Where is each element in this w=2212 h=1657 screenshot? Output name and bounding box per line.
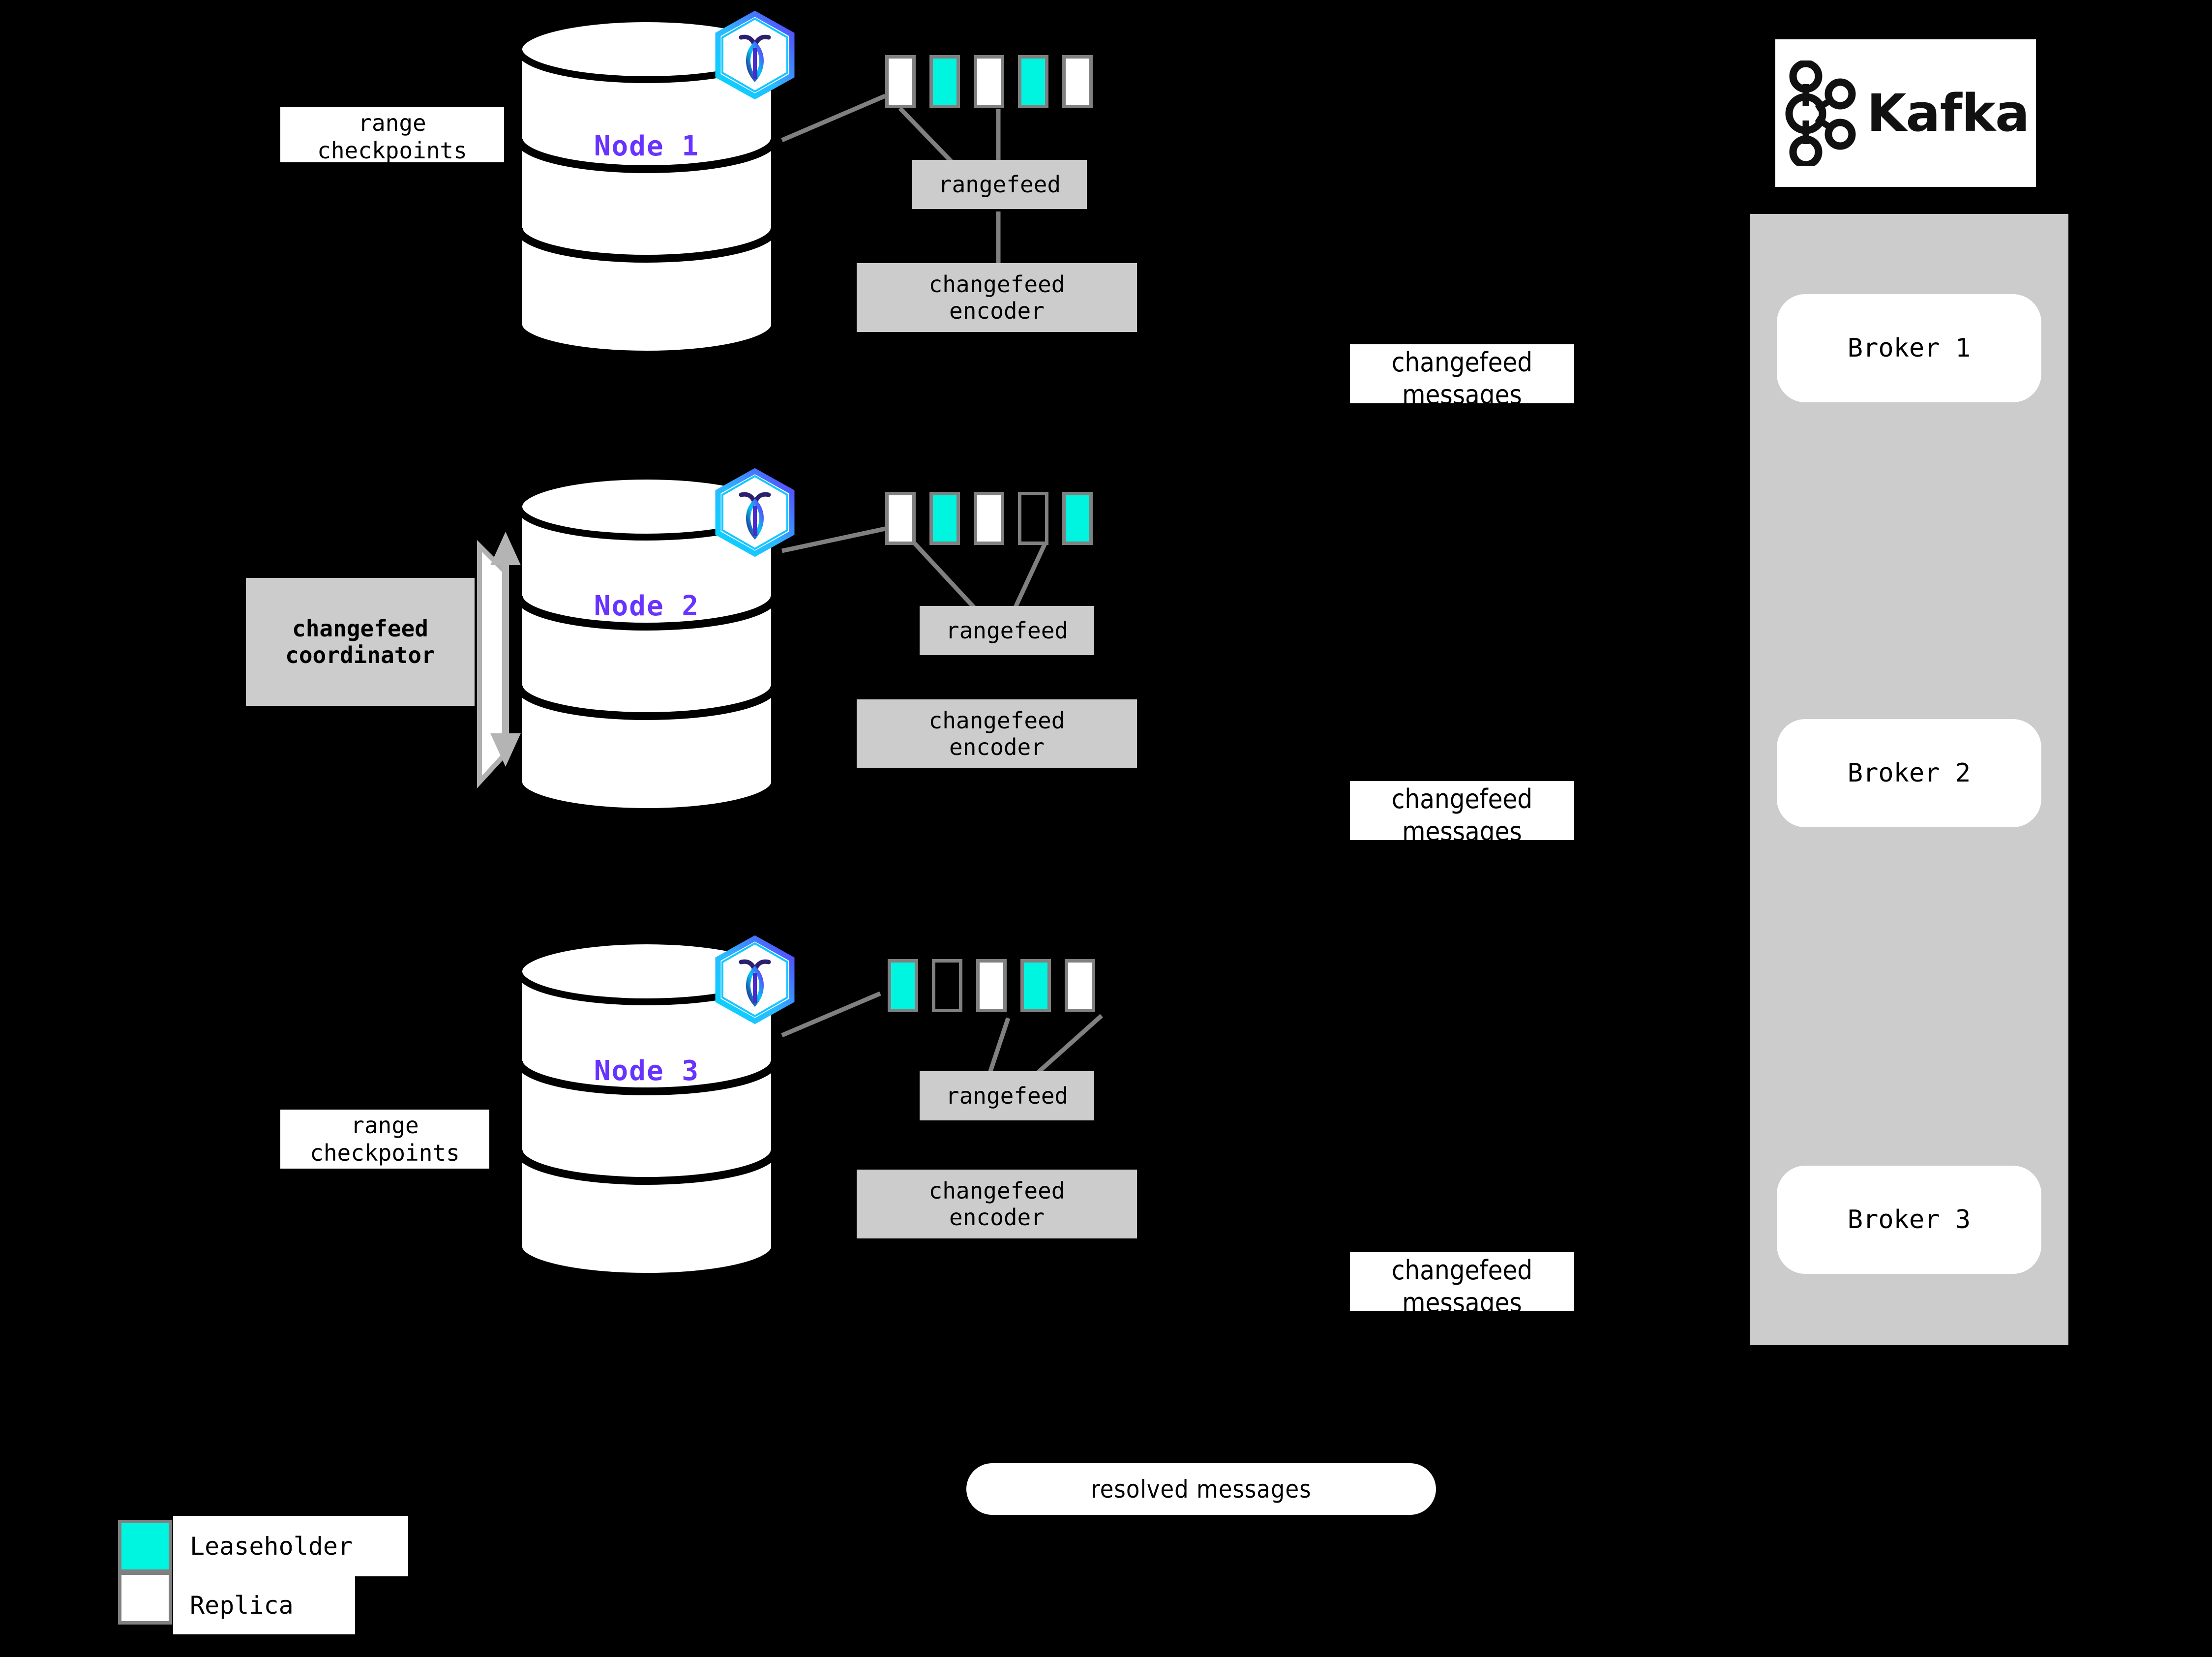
node-3-range-checkpoints-label: range checkpoints [280, 1110, 489, 1169]
cockroachdb-logo-icon-node-1 [715, 10, 795, 100]
node-3-cylinder-shape [515, 937, 778, 1280]
legend-swatch-replica [118, 1571, 172, 1625]
node-1-changefeed-encoder-box[interactable]: changefeed encoder [857, 263, 1137, 332]
node-1-range-checkpoints-label: range checkpoints [280, 107, 504, 164]
resolved-messages-pill[interactable]: resolved messages [966, 1463, 1436, 1515]
range-box-replica[interactable] [974, 492, 1004, 545]
node-1-rangefeed-box[interactable]: rangefeed [912, 160, 1087, 209]
range-box-replica[interactable] [1062, 55, 1093, 108]
legend-swatch-leaseholder [118, 1520, 172, 1573]
range-box-leaseholder[interactable] [929, 492, 960, 545]
changefeed-messages-label-1: changefeed messages [1350, 344, 1574, 410]
node-2-rangefeed-box[interactable]: rangefeed [920, 606, 1094, 655]
cockroachdb-logo-icon-node-3 [715, 935, 795, 1024]
range-box-leaseholder[interactable] [1020, 959, 1051, 1012]
range-box-replica[interactable] [1065, 959, 1095, 1012]
node-2-cylinder-shape [515, 473, 778, 815]
cockroachdb-logo-icon-node-2 [715, 468, 795, 557]
range-box-replica[interactable] [885, 492, 916, 545]
node-3-changefeed-encoder-box[interactable]: changefeed encoder [857, 1170, 1137, 1238]
range-box-replica[interactable] [885, 55, 916, 108]
node-3-rangefeed-box[interactable]: rangefeed [920, 1071, 1094, 1120]
changefeed-coordinator-wedge [477, 540, 509, 788]
node-1-label: Node 1 [594, 130, 700, 162]
changefeed-coordinator-box[interactable]: changefeed coordinator [246, 578, 475, 706]
changefeed-messages-label-2: changefeed messages [1350, 781, 1574, 847]
node-1-range-row [885, 55, 1106, 108]
broker-1[interactable]: Broker 1 [1777, 294, 2041, 402]
kafka-node-graph-icon [1785, 60, 1856, 166]
range-box-replica[interactable] [974, 55, 1004, 108]
coordinator-range-arrow [490, 532, 521, 767]
changefeed-messages-label-3: changefeed messages [1350, 1252, 1574, 1318]
range-box-replica[interactable] [976, 959, 1007, 1012]
broker-2[interactable]: Broker 2 [1777, 719, 2041, 827]
node-2-changefeed-encoder-box[interactable]: changefeed encoder [857, 699, 1137, 768]
node-2-label: Node 2 [594, 590, 700, 622]
legend-label-replica: Replica [173, 1576, 355, 1634]
range-box-leaseholder[interactable] [888, 959, 918, 1012]
range-box-leaseholder[interactable] [929, 55, 960, 108]
kafka-wordmark: Kafka [1866, 83, 2030, 143]
kafka-logo-card: Kafka [1775, 39, 2036, 187]
node-3-label: Node 3 [594, 1055, 700, 1087]
range-box-leaseholder[interactable] [1018, 55, 1048, 108]
node-3-range-row [888, 959, 1109, 1012]
legend-label-leaseholder: Leaseholder [173, 1516, 408, 1576]
node-2-range-row [885, 492, 1106, 545]
range-box-empty[interactable] [932, 959, 962, 1012]
range-box-leaseholder[interactable] [1062, 492, 1093, 545]
range-box-empty[interactable] [1018, 492, 1048, 545]
broker-3[interactable]: Broker 3 [1777, 1166, 2041, 1274]
node-1-cylinder-shape [515, 15, 778, 358]
